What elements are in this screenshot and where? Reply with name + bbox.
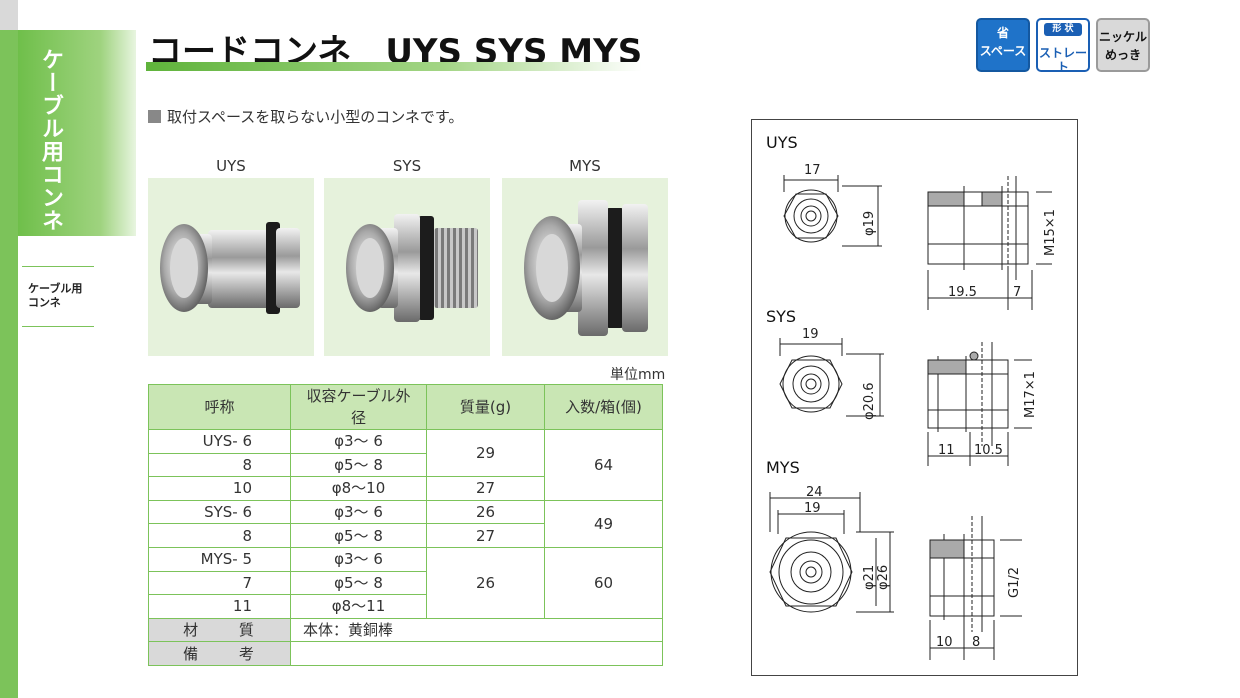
table-row: UYS- 6 φ3～ 6 29 64 xyxy=(148,428,663,501)
remarks-label: 備 考 xyxy=(148,641,291,666)
sys-dim-len1: 11 xyxy=(938,443,955,458)
cell-name: 7 xyxy=(148,570,291,596)
table-header-row: 呼称 収容ケーブル外径 質量(g) 入数/箱(個) xyxy=(148,384,663,430)
category-tab[interactable] xyxy=(18,30,136,236)
nav-divider-bottom xyxy=(22,326,94,327)
table-row: 11 φ8～11 xyxy=(148,594,663,619)
uys-dim-thread: M15×1 xyxy=(1043,209,1058,256)
material-label: 材 質 xyxy=(148,617,291,643)
mys-dim-len2: 8 xyxy=(972,635,980,650)
cell-name: 8 xyxy=(148,523,291,548)
dimension-drawing-panel: UYS 17 φ19 M15×1 xyxy=(751,119,1078,676)
badge-text: 形 状 xyxy=(1044,23,1082,36)
sys-side-view xyxy=(927,342,1032,466)
drawing-label-uys: UYS xyxy=(766,133,798,152)
cell-name: UYS- 6 xyxy=(148,429,291,454)
table-row: 10 φ8～10 27 xyxy=(148,476,663,501)
badge-text: めっき xyxy=(1104,48,1141,62)
badge-space-saving: 省 スペース xyxy=(976,18,1030,72)
cell-cable: φ5～ 8 xyxy=(290,523,427,548)
mys-dim-len1: 10 xyxy=(936,635,953,650)
uys-dim-width: 17 xyxy=(804,163,821,178)
badge-nickel-plating: ニッケル めっき xyxy=(1096,18,1150,72)
sidebar-item-cable-connector[interactable]: ケーブル用 コンネ xyxy=(28,282,118,310)
sidebar-item-label: ケーブル用 コンネ xyxy=(28,282,83,309)
remarks-value xyxy=(290,641,663,666)
mys-dim-dia1: φ21 xyxy=(862,565,877,590)
cell-mass: 27 xyxy=(426,523,545,548)
badge-shape-straight: 形 状 ストレート xyxy=(1036,18,1090,74)
uys-side-view xyxy=(927,176,1052,310)
table-row: SYS- 6 φ3～ 6 26 49 xyxy=(148,499,663,548)
column-header: 呼称 xyxy=(148,384,291,430)
cell-qty: 60 xyxy=(544,546,663,619)
lead-text: 取付スペースを取らない小型のコンネです。 xyxy=(148,106,463,127)
mys-dim-width-outer: 24 xyxy=(806,485,823,500)
column-header: 質量(g) xyxy=(426,384,545,430)
table-row: 8 φ5～ 8 xyxy=(148,452,663,478)
material-value: 本体：黄銅棒 xyxy=(290,617,663,643)
uys-dim-len2: 7 xyxy=(1013,285,1021,300)
sys-dim-thread: M17×1 xyxy=(1023,371,1038,418)
cell-cable: φ3～ 6 xyxy=(290,429,427,454)
cell-name: MYS- 5 xyxy=(148,546,291,572)
badge-text: 省 xyxy=(996,26,1009,40)
uys-dim-len1: 19.5 xyxy=(948,285,977,300)
cell-mass: 26 xyxy=(426,546,545,619)
mys-dim-width-inner: 19 xyxy=(804,501,821,516)
left-color-strip xyxy=(0,0,18,698)
cell-cable: φ8～11 xyxy=(290,594,427,619)
uys-front-view xyxy=(783,175,882,247)
spec-table: 呼称 収容ケーブル外径 質量(g) 入数/箱(個) UYS- 6 φ3～ 6 2… xyxy=(148,384,663,666)
lead-text-content: 取付スペースを取らない小型のコンネです。 xyxy=(167,108,464,126)
mys-front-view xyxy=(769,492,894,613)
product-photo-sys xyxy=(324,178,490,356)
nav-divider-top xyxy=(22,266,94,267)
square-bullet-icon xyxy=(148,110,161,123)
badge-text: スペース xyxy=(979,44,1027,58)
badge-text: ストレート xyxy=(1038,46,1087,74)
cell-cable: φ5～ 8 xyxy=(290,452,427,478)
column-header: 収容ケーブル外径 xyxy=(290,384,427,430)
cell-cable: φ8～10 xyxy=(290,476,427,501)
cell-qty: 49 xyxy=(544,499,663,548)
cell-name: 10 xyxy=(148,476,291,501)
cell-cable: φ3～ 6 xyxy=(290,546,427,572)
cell-name: SYS- 6 xyxy=(148,499,291,525)
cell-name: 11 xyxy=(148,594,291,619)
product-label-mys: MYS xyxy=(569,157,601,175)
product-label-sys: SYS xyxy=(392,157,422,175)
mys-dim-thread: G1/2 xyxy=(1007,567,1022,598)
cell-cable: φ3～ 6 xyxy=(290,499,427,525)
sys-front-view xyxy=(779,338,884,417)
mys-dim-dia2: φ26 xyxy=(876,565,891,590)
cell-mass: 29 xyxy=(426,428,545,478)
cell-cable: φ5～ 8 xyxy=(290,570,427,596)
drawing-label-mys: MYS xyxy=(766,458,800,477)
drawing-label-sys: SYS xyxy=(766,307,796,326)
sys-dim-width: 19 xyxy=(802,327,819,342)
left-strip-top xyxy=(0,0,18,30)
table-row-remarks: 備 考 xyxy=(148,641,663,666)
unit-label: 単位mm xyxy=(610,367,666,383)
cell-mass: 27 xyxy=(426,476,545,501)
cell-name: 8 xyxy=(148,452,291,478)
sys-dim-dia: φ20.6 xyxy=(862,382,877,420)
table-row: 8 φ5～ 8 27 xyxy=(148,523,663,548)
product-photo-uys xyxy=(148,178,314,356)
uys-dim-dia: φ19 xyxy=(862,211,877,236)
cell-mass: 26 xyxy=(426,499,545,525)
sys-dim-len2: 10.5 xyxy=(974,443,1003,458)
cell-qty: 64 xyxy=(544,429,663,501)
title-underline-bar xyxy=(146,62,642,71)
badge-text: ニッケル xyxy=(1098,30,1147,44)
table-row: MYS- 5 φ3～ 6 26 60 xyxy=(148,546,663,619)
product-label-uys: UYS xyxy=(216,157,246,175)
product-photo-mys xyxy=(502,178,668,356)
category-tab-label: ケーブル用コンネ xyxy=(38,48,63,232)
mys-side-view xyxy=(929,516,1022,660)
table-row-material: 材 質 本体：黄銅棒 xyxy=(148,617,663,643)
column-header: 入数/箱(個) xyxy=(544,384,663,430)
